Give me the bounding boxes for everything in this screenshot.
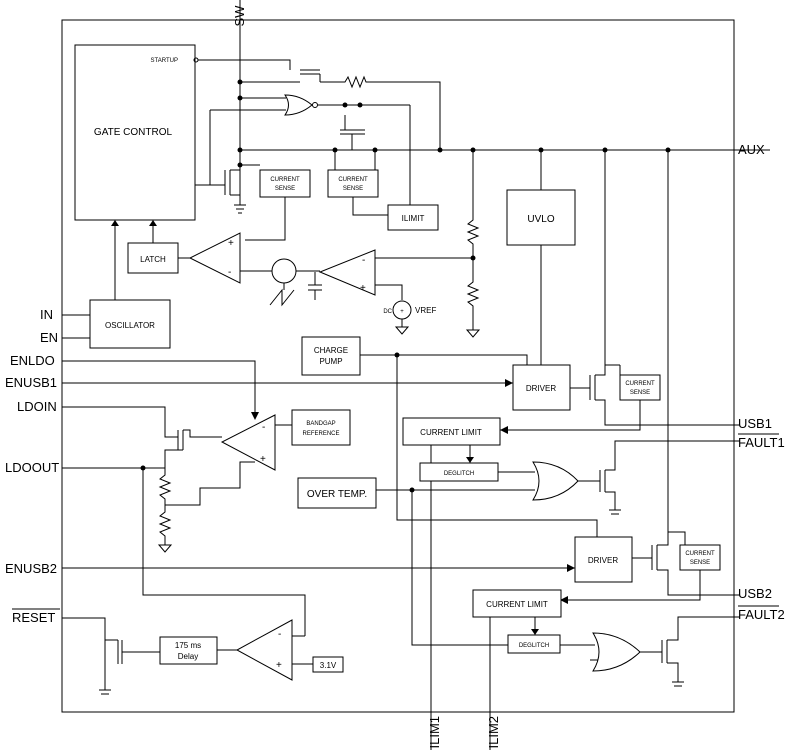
svg-text:+: +: [228, 238, 234, 249]
v31-reference: [312, 656, 344, 673]
enldo-pin: ENLDO: [10, 353, 55, 368]
oscillator-block: [89, 299, 171, 349]
svg-text:REFERENCE: REFERENCE: [302, 431, 339, 437]
svg-text:Delay: Delay: [178, 652, 198, 661]
svg-text:SENSE: SENSE: [630, 390, 650, 396]
driver-2-label: DRIVER: [588, 556, 618, 565]
svg-text:-: -: [278, 629, 281, 640]
over-temp-block: [297, 477, 377, 509]
en-pin: EN: [40, 330, 58, 345]
chip-outline: [61, 19, 735, 713]
svg-text:CURRENT: CURRENT: [625, 381, 655, 387]
enusb1-pin: ENUSB1: [5, 375, 57, 390]
bandgap-reference-block: [291, 409, 351, 446]
aux-pin: AUX: [738, 142, 765, 157]
gate-control-block: [74, 44, 196, 221]
svg-text:175 ms: 175 ms: [175, 641, 201, 650]
svg-text:SENSE: SENSE: [275, 186, 295, 192]
svg-text:CURRENT: CURRENT: [338, 177, 368, 183]
svg-text:PUMP: PUMP: [319, 357, 342, 366]
ramp-icon: [269, 288, 295, 307]
fault2-pin: FAULT2: [738, 607, 785, 622]
svg-text:DC: DC: [383, 309, 392, 315]
or-gate-fault2: [592, 632, 641, 672]
latch-label: LATCH: [140, 255, 166, 264]
enusb2-pin: ENUSB2: [5, 561, 57, 576]
or-gate-top: [284, 94, 313, 116]
ldoout-pin: LDOOUT: [5, 460, 59, 475]
uvlo-label: UVLO: [527, 214, 554, 225]
usb2-pin: USB2: [738, 586, 772, 601]
oscillator-label: OSCILLATOR: [105, 321, 155, 330]
svg-text:+: +: [360, 283, 366, 294]
ilim1-pin: ILIM1: [427, 716, 442, 749]
svg-text:DEGLITCH: DEGLITCH: [444, 471, 474, 477]
driver-1-label: DRIVER: [526, 384, 556, 393]
fault1-pin: FAULT1: [738, 435, 785, 450]
vref-label: VREF: [415, 306, 436, 315]
current-limit-1: [402, 417, 501, 446]
current-limit-2: [472, 589, 562, 618]
svg-text:BANDGAP: BANDGAP: [306, 421, 335, 427]
summing-node: [271, 258, 297, 284]
or-gate-fault1: [532, 461, 579, 501]
divider-resistors: [466, 150, 480, 330]
svg-text:CURRENT: CURRENT: [685, 551, 715, 557]
svg-text:CHARGE: CHARGE: [314, 346, 348, 355]
ldoin-pin: LDOIN: [17, 399, 57, 414]
svg-text:SENSE: SENSE: [690, 560, 710, 566]
current-sense-usb1: [619, 374, 661, 401]
usb1-pin: USB1: [738, 416, 772, 431]
startup-label: STARTUP: [151, 58, 178, 64]
charge-pump-block: [301, 336, 361, 376]
svg-text:SENSE: SENSE: [343, 186, 363, 192]
delay-block: [159, 636, 218, 665]
gate-control-label: GATE CONTROL: [94, 127, 173, 138]
svg-text:CURRENT: CURRENT: [270, 177, 300, 183]
ilim2-pin: ILIM2: [486, 716, 501, 749]
svg-text:DEGLITCH: DEGLITCH: [519, 643, 549, 649]
ldo-feedback-divider: [158, 470, 172, 545]
svg-text:CURRENT LIMIT: CURRENT LIMIT: [486, 600, 548, 609]
svg-text:-: -: [362, 255, 365, 266]
current-sense-usb2: [679, 544, 721, 571]
ilimit-label: ILIMIT: [402, 214, 425, 223]
svg-text:3.1V: 3.1V: [320, 661, 337, 670]
sw-pin: SW: [232, 5, 247, 27]
svg-text:-: -: [228, 267, 231, 278]
error-amplifier: [318, 249, 376, 296]
reset-pin: RESET: [12, 610, 55, 625]
pwm-comparator: [188, 232, 241, 284]
deglitch-2: [507, 634, 561, 654]
svg-text:+: +: [400, 309, 404, 315]
svg-text:CURRENT LIMIT: CURRENT LIMIT: [420, 428, 482, 437]
svg-text:-: -: [262, 422, 265, 433]
svg-text:+: +: [260, 454, 266, 465]
driver-2-block: [574, 536, 633, 583]
current-sense-1: [259, 169, 311, 198]
in-pin: IN: [40, 307, 53, 322]
driver-1-block: [512, 364, 571, 411]
svg-text:+: +: [276, 660, 282, 671]
current-sense-2: [327, 169, 379, 198]
uvlo-block: [506, 189, 576, 246]
ldo-amplifier: [220, 414, 276, 471]
over-temp-label: OVER TEMP.: [307, 489, 367, 500]
reset-comparator: [235, 619, 293, 681]
startup-resistor: [320, 75, 441, 150]
ilimit-block: [387, 204, 439, 231]
